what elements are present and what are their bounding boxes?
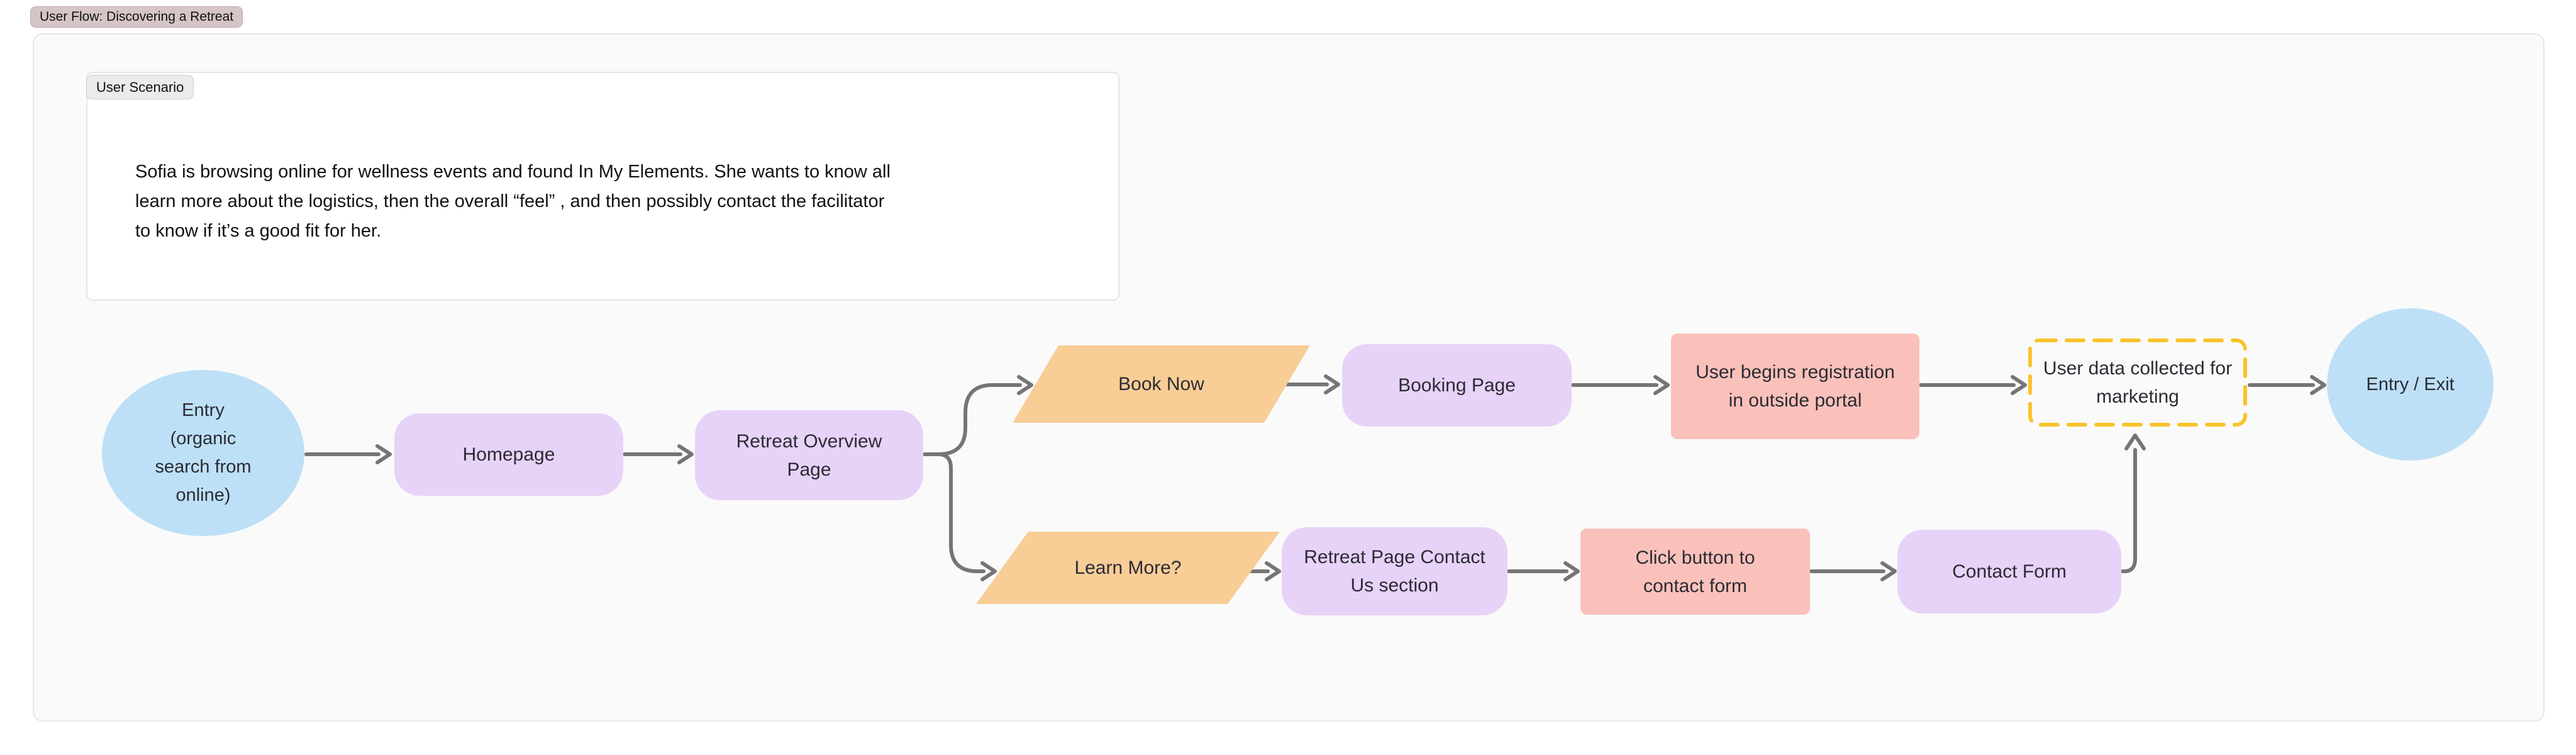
node-registration-portal[interactable]: User begins registration in outside port… [1671,333,1919,439]
node-booking-page-label: Booking Page [1398,375,1516,396]
node-retreat-overview-page[interactable]: Retreat Overview Page [695,410,923,500]
node-homepage[interactable]: Homepage [394,413,623,496]
node-contact-form[interactable]: Contact Form [1897,530,2121,613]
node-data-collected-label: User data collected for marketing [2043,358,2233,407]
user-scenario-badge-label: User Scenario [96,79,184,95]
node-click-contact-label: Click button to contact form [1635,547,1755,596]
node-entry[interactable]: Entry (organic search from online) [102,370,304,536]
node-entry-label: Entry (organic search from online) [155,400,252,505]
node-contact-section[interactable]: Retreat Page Contact Us section [1282,527,1507,615]
user-scenario-badge[interactable]: User Scenario [86,75,194,99]
node-data-collected[interactable]: User data collected for marketing [2028,338,2247,427]
section-title-badge[interactable]: User Flow: Discovering a Retreat [30,6,243,28]
node-book-now-label: Book Now [1118,374,1204,394]
user-scenario-card[interactable]: User Scenario Sofia is browsing online f… [86,72,1119,301]
user-scenario-text: Sofia is browsing online for wellness ev… [135,162,891,241]
node-entry-exit-label: Entry / Exit [2366,374,2455,394]
node-contact-form-label: Contact Form [1952,561,2067,582]
node-registration-portal-label: User begins registration in outside port… [1696,362,1895,411]
node-learn-more-label: Learn More? [1074,557,1182,578]
node-homepage-label: Homepage [462,444,555,465]
node-booking-page[interactable]: Booking Page [1342,344,1572,427]
section-title: User Flow: Discovering a Retreat [40,9,234,24]
node-contact-section-label: Retreat Page Contact Us section [1304,547,1485,596]
node-retreat-overview-label: Retreat Overview Page [736,430,882,480]
node-learn-more[interactable]: Learn More? [976,532,1280,604]
dashed-border [2028,338,2247,427]
node-click-contact[interactable]: Click button to contact form [1580,528,1810,615]
node-entry-exit[interactable]: Entry / Exit [2327,308,2494,461]
node-book-now[interactable]: Book Now [1013,345,1310,423]
